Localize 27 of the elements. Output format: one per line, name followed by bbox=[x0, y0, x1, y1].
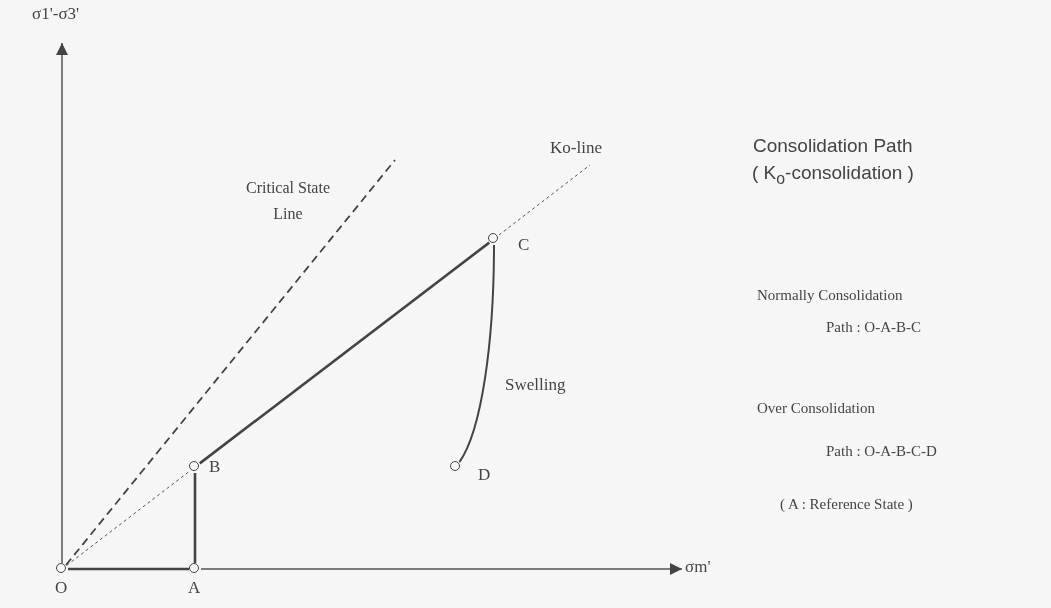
path-line bbox=[68, 567, 189, 571]
point-marker bbox=[189, 461, 200, 472]
point-marker bbox=[488, 233, 499, 244]
path-line bbox=[458, 244, 495, 464]
point-marker bbox=[189, 563, 200, 574]
heading: Consolidation Path bbox=[753, 135, 913, 158]
path-line bbox=[193, 473, 197, 563]
line-label: Critical State Line bbox=[245, 178, 331, 224]
note: Path : O-A-B-C bbox=[826, 318, 921, 336]
point-label: A bbox=[188, 578, 201, 599]
note: Over Consolidation bbox=[757, 399, 875, 417]
point-label: C bbox=[518, 235, 530, 256]
subheading: ( K$_{o}$-consolidation ) bbox=[752, 162, 914, 189]
axis-label: σ1'-σ3' bbox=[32, 4, 80, 25]
point-label: O bbox=[55, 578, 68, 599]
ko-line bbox=[66, 470, 191, 566]
point-label: D bbox=[478, 465, 491, 486]
note: Normally Consolidation bbox=[757, 286, 903, 304]
line-label: Ko-line bbox=[550, 138, 602, 159]
point-marker bbox=[56, 563, 67, 574]
path-line bbox=[199, 241, 490, 465]
point-marker bbox=[450, 461, 461, 472]
note: ( A : Reference State ) bbox=[780, 495, 913, 513]
note: Path : O-A-B-C-D bbox=[826, 442, 937, 460]
axis-label: σm' bbox=[685, 557, 711, 578]
edge-label: Swelling bbox=[505, 375, 566, 396]
point-label: B bbox=[209, 457, 221, 478]
